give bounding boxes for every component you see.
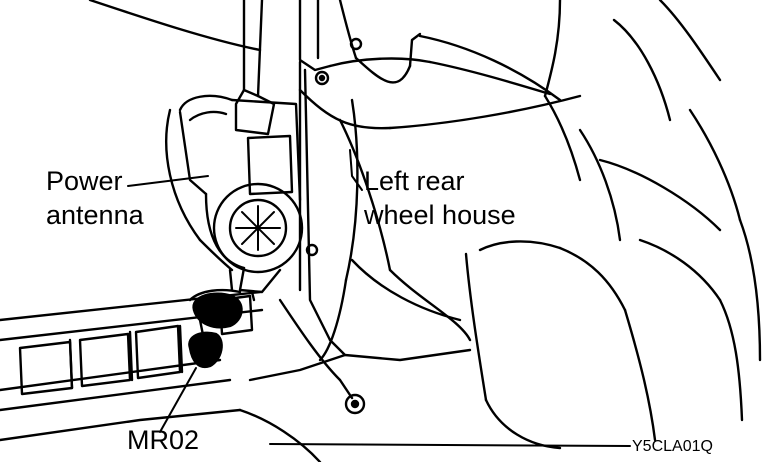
power-antenna-unit: [178, 0, 304, 302]
connector-mr02: [188, 292, 243, 369]
body-panel: [248, 0, 762, 450]
bolts: [305, 37, 366, 415]
figure-code: Y5CLA01Q: [632, 438, 713, 455]
leader-lines: [127, 149, 631, 447]
power-antenna-label-line1: Power: [46, 166, 123, 196]
connector-label: MR02: [127, 425, 200, 455]
power-antenna-label-line2: antenna: [46, 200, 144, 230]
wheel-house-label-line2: wheel house: [364, 200, 516, 230]
antenna-cable: [88, 0, 582, 400]
wheel-house-label-line1: Left rear: [364, 166, 465, 196]
